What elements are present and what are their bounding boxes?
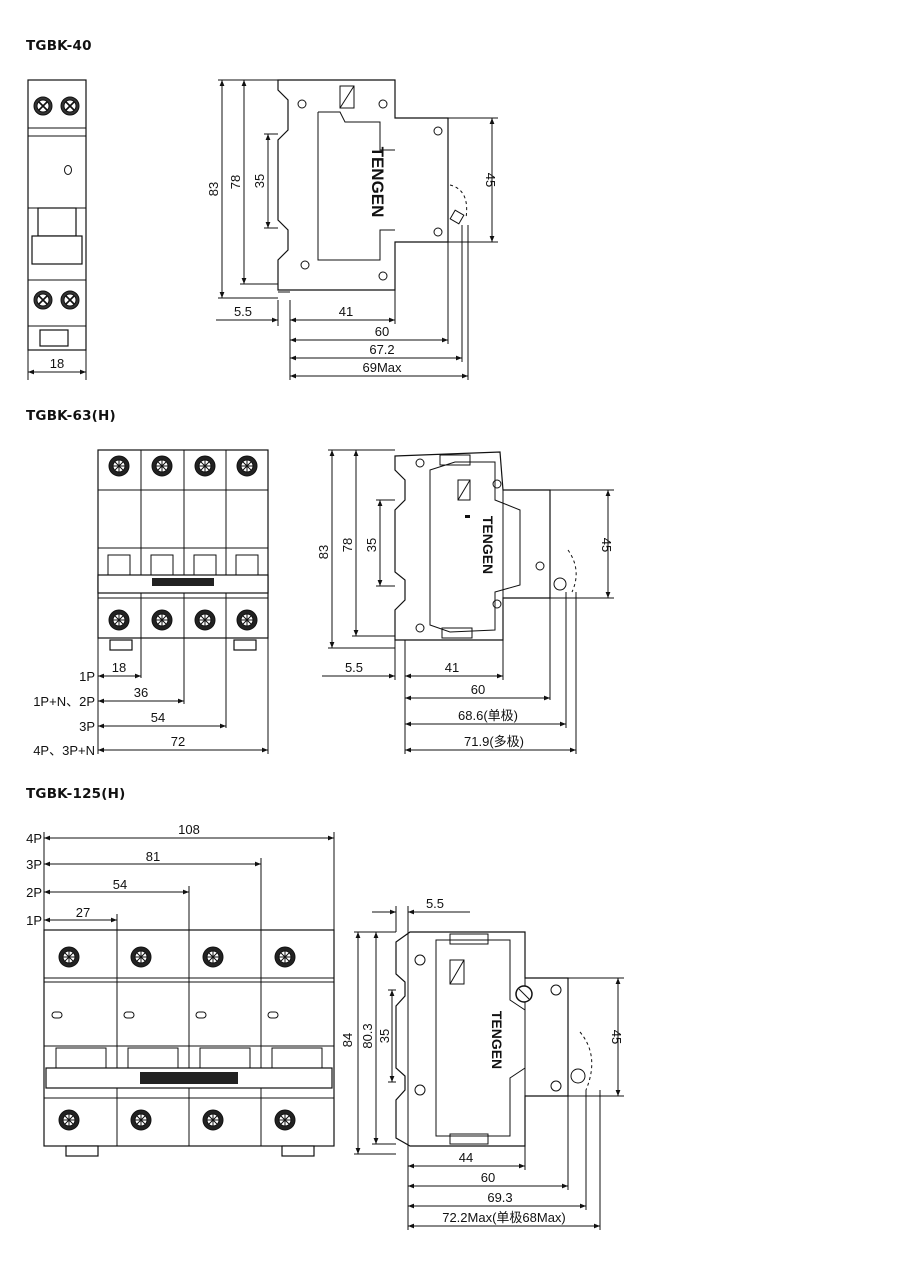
- tgbk40-dim-83: 83: [206, 182, 221, 196]
- tgbk40-dim-45: 45: [483, 173, 498, 187]
- section-title-tgbk-125h: TGBK-125(H): [26, 786, 126, 802]
- tgbk125-front-dims: 4P 3P 2P 1P 108 81 54 27: [26, 822, 335, 930]
- tgbk63-dim-60: 60: [471, 682, 485, 697]
- tgbk63-width-36: 36: [134, 685, 148, 700]
- tgbk63-side-dims: 83 78 35 45 5.5 41 60 68.6(单极) 71.9(多极): [316, 449, 614, 754]
- tgbk125-brand-label: TENGEN: [489, 1011, 505, 1069]
- tgbk40-dim-78: 78: [228, 175, 243, 189]
- tgbk63-width-18: 18: [112, 660, 126, 675]
- tgbk63-width-72: 72: [171, 734, 185, 749]
- tgbk125-pole-2p: 2P: [26, 885, 42, 900]
- tgbk125-dim-69-3: 69.3: [487, 1190, 512, 1205]
- tgbk63-dim-68-6: 68.6(单极): [458, 708, 518, 723]
- tgbk63-pole-3p: 3P: [79, 719, 95, 734]
- tgbk40-dim-67-2: 67.2: [369, 342, 394, 357]
- tgbk63-dim-71-9: 71.9(多极): [464, 734, 524, 749]
- tgbk40-width-label: 18: [50, 356, 64, 371]
- tgbk63-dim-78: 78: [340, 538, 355, 552]
- tgbk63-dim-45: 45: [599, 538, 614, 552]
- tgbk40-dim-35: 35: [252, 174, 267, 188]
- tgbk125-side-dims: 84 80.3 35 45 5.5 44 60 69.3 72.2Max(单极6…: [340, 896, 624, 1230]
- tgbk125-width-108: 108: [178, 822, 200, 837]
- tgbk125-width-27: 27: [76, 905, 90, 920]
- tgbk125-pole-1p: 1P: [26, 913, 42, 928]
- tgbk63-front-view: [97, 449, 269, 651]
- tgbk125-dim-44: 44: [459, 1150, 473, 1165]
- tgbk40-side-view: TENGEN: [277, 79, 468, 293]
- tgbk63-pole-1pn-2p: 1P+N、2P: [33, 694, 95, 709]
- tgbk125-dim-60: 60: [481, 1170, 495, 1185]
- tgbk40-side-dims: 83 78 35 45 5.5 41 60 67.2 69Max: [206, 79, 498, 380]
- tgbk125-dim-5-5: 5.5: [426, 896, 444, 911]
- tgbk63-width-54: 54: [151, 710, 165, 725]
- tgbk125-front-view: [43, 929, 335, 1157]
- tgbk125-width-81: 81: [146, 849, 160, 864]
- tgbk125-pole-4p: 4P: [26, 831, 42, 846]
- section-title-tgbk-63h: TGBK-63(H): [26, 408, 116, 424]
- tgbk40-front-dims: 18: [27, 350, 87, 380]
- tgbk63-front-dims: 1P 1P+N、2P 3P 4P、3P+N 18 36 54 72: [33, 638, 269, 758]
- tgbk125-dim-84: 84: [340, 1033, 355, 1047]
- tgbk125-dim-35: 35: [377, 1029, 392, 1043]
- tgbk63-side-view: TENGEN: [394, 451, 577, 641]
- tgbk125-side-view: TENGEN: [395, 931, 593, 1147]
- tgbk125-width-54: 54: [113, 877, 127, 892]
- tgbk63-dim-35: 35: [364, 538, 379, 552]
- tgbk40-dim-41: 41: [339, 304, 353, 319]
- tgbk63-brand-label: TENGEN: [480, 516, 496, 574]
- tgbk125-dim-80-3: 80.3: [360, 1023, 375, 1048]
- section-title-tgbk-40: TGBK-40: [26, 38, 92, 54]
- tgbk40-dim-69max: 69Max: [362, 360, 402, 375]
- tgbk63-dim-5-5: 5.5: [345, 660, 363, 675]
- tgbk125-dim-72-2max: 72.2Max(单极68Max): [442, 1210, 566, 1225]
- tgbk40-front-view: [27, 79, 87, 351]
- tgbk125-dim-45: 45: [609, 1030, 624, 1044]
- tgbk40-dim-60: 60: [375, 324, 389, 339]
- tgbk125-pole-3p: 3P: [26, 857, 42, 872]
- tgbk63-dim-83: 83: [316, 545, 331, 559]
- tgbk40-brand-label: TENGEN: [368, 147, 387, 218]
- tgbk40-dim-5-5: 5.5: [234, 304, 252, 319]
- tgbk63-dim-41: 41: [445, 660, 459, 675]
- tgbk63-pole-4p-3pn: 4P、3P+N: [33, 743, 95, 758]
- tgbk63-pole-1p: 1P: [79, 669, 95, 684]
